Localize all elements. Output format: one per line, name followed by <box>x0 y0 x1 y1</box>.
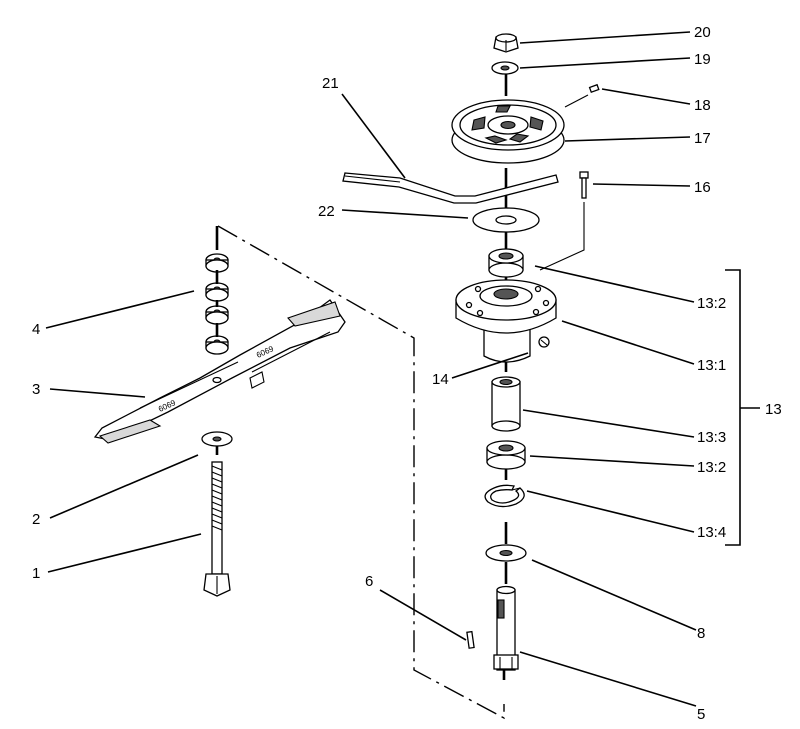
callout-5: 5 <box>697 706 705 723</box>
spindle-housing <box>455 279 557 363</box>
callout-6: 6 <box>365 573 373 590</box>
spindle-washer-top <box>491 61 519 75</box>
assembly-phantom-lines <box>217 225 505 720</box>
callout-21: 21 <box>322 75 339 92</box>
callout-13-1: 13:1 <box>697 357 726 374</box>
callout-22: 22 <box>318 203 335 220</box>
spindle-pulley <box>451 99 565 164</box>
callout-2: 2 <box>32 511 40 528</box>
shaft-washer <box>485 544 527 562</box>
spindle-spacer-washer <box>472 207 540 233</box>
grease-fitting <box>538 171 589 348</box>
shaft-key <box>466 630 475 649</box>
callout-13-3: 13:3 <box>697 429 726 446</box>
callout-19: 19 <box>694 51 711 68</box>
upper-bearing <box>488 248 524 278</box>
drive-belt <box>342 172 559 204</box>
callout-4: 4 <box>32 321 40 338</box>
callout-1: 1 <box>32 565 40 582</box>
callout-14: 14 <box>432 371 449 388</box>
spindle-assembly <box>342 33 600 680</box>
callout-16: 16 <box>694 179 711 196</box>
lower-bearing <box>486 440 526 470</box>
spindle-nut <box>493 33 519 53</box>
blade-bolt <box>203 461 231 597</box>
spindle-shaft <box>493 585 519 680</box>
leader-lines <box>45 31 760 707</box>
callout-labels: 1 2 3 4 5 6 8 13 13:1 13:2 13:2 13:3 13:… <box>32 24 782 723</box>
blade-bolt-assembly: 6069 6069 <box>93 226 346 597</box>
spacer-stack <box>205 253 229 355</box>
spacer-tube <box>491 376 521 432</box>
callout-18: 18 <box>694 97 711 114</box>
callout-13-2-lower: 13:2 <box>697 459 726 476</box>
callout-20: 20 <box>694 24 711 41</box>
callout-17: 17 <box>694 130 711 147</box>
mower-blade: 6069 6069 <box>93 299 346 444</box>
retaining-ring <box>484 484 525 508</box>
pulley-set-screw <box>564 83 600 108</box>
bolt-washer <box>201 431 233 447</box>
callout-13-4: 13:4 <box>697 524 726 541</box>
callout-13-2-upper: 13:2 <box>697 295 726 312</box>
callout-13: 13 <box>765 401 782 418</box>
callout-8: 8 <box>697 625 705 642</box>
callout-3: 3 <box>32 381 40 398</box>
